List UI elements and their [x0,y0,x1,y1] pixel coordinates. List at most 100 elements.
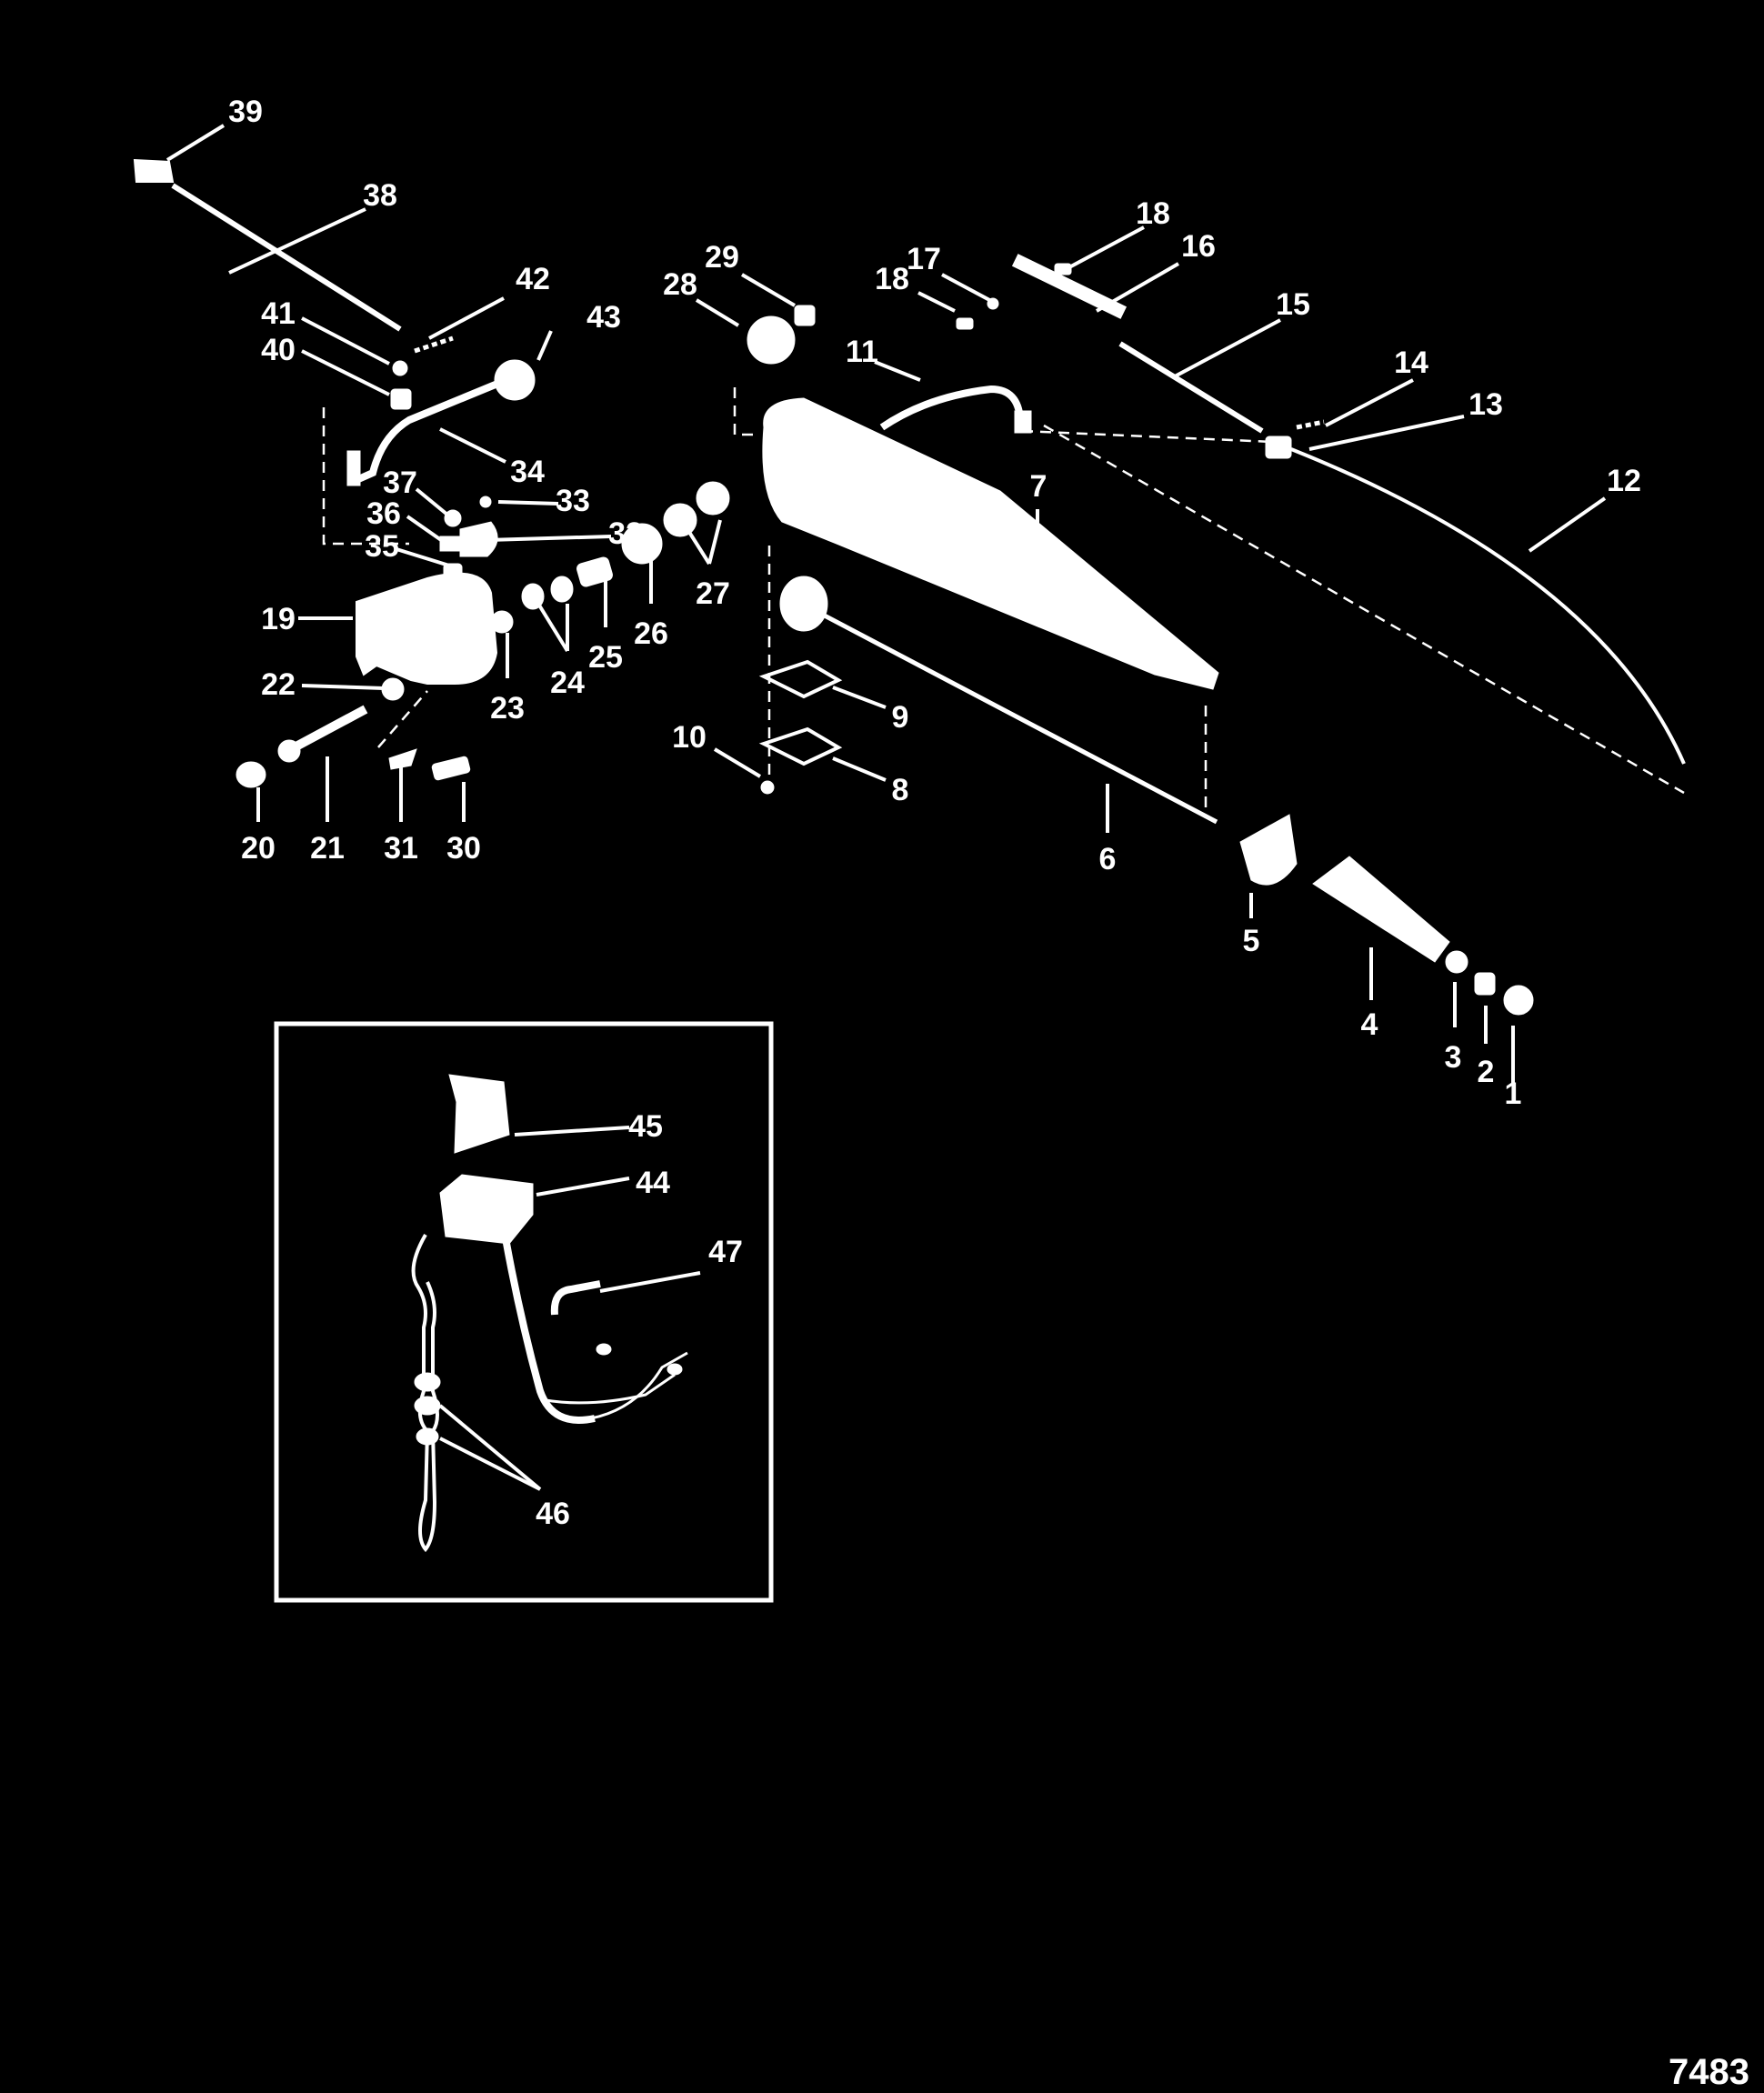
callout-11: 11 [846,335,878,369]
plate-5 [1239,814,1298,886]
callout-8: 8 [892,773,909,807]
callout-43: 43 [586,300,621,335]
lanyard-coil-b [414,1396,441,1416]
shaft-flange-6 [779,576,828,632]
inset-parts [411,1074,688,1553]
callout-15: 15 [1276,287,1310,322]
callout-29: 29 [705,240,739,275]
wing-nut-31 [388,748,417,770]
lever-end [346,450,361,486]
cap-20 [236,761,266,788]
throttle-grip-tip-39 [133,158,175,183]
callout-25: 25 [588,640,623,675]
washer-41 [392,360,408,376]
bolt-21-head [277,739,301,763]
stop-switch-44 [439,1174,534,1245]
washer-17 [987,297,999,310]
tiller-handle-7 [762,397,1219,690]
callout-42: 42 [516,262,550,296]
lever-34 [355,378,504,484]
callout-24: 24 [550,666,585,700]
cam-32 [459,521,498,557]
callout-18: 18 [875,262,909,296]
callout-39: 39 [228,95,263,129]
callout-17: 17 [907,242,941,276]
washer-3 [1445,950,1468,974]
lead-wire-a [545,1373,676,1405]
lanyard-46 [411,1233,439,1553]
callout-32: 32 [608,516,643,551]
pin-14 [1296,419,1325,430]
callout-23: 23 [490,691,525,726]
shaft-6 [800,601,1218,825]
washer-36 [439,536,461,552]
plate-9 [758,659,843,699]
callout-38: 38 [363,178,397,213]
washer-23 [490,610,514,634]
figure-number: 7483 [1669,2052,1749,2092]
callout-34: 34 [510,455,545,489]
callout-26: 26 [634,616,668,651]
callout-41: 41 [261,296,296,331]
ground-lead-47 [550,1280,601,1316]
lanyard-coil-a [414,1372,441,1392]
callout-37: 37 [383,466,417,500]
knob-43 [494,359,536,401]
washer-22 [381,677,405,701]
callout-6: 6 [1099,842,1117,876]
callout-36: 36 [366,496,401,531]
plate-8 [758,726,843,766]
callout-4: 4 [1361,1007,1378,1042]
screw-30 [431,756,471,781]
callout-20: 20 [241,831,276,866]
callout-31: 31 [384,831,418,866]
sleeve-16 [1011,254,1128,319]
washer-26 [621,523,663,565]
sleeve-25 [576,556,613,587]
choke-rod-38 [171,183,402,332]
cable-end-11 [1014,410,1032,434]
callout-13: 13 [1468,387,1503,422]
callout-19: 19 [261,602,296,636]
pin-42 [414,335,454,354]
callout-14: 14 [1394,345,1428,380]
screw-10 [760,780,775,795]
callout-27: 27 [696,576,730,611]
callout-22: 22 [261,667,296,702]
bushing-24b [550,576,574,603]
callout-46: 46 [536,1497,570,1531]
callout-33: 33 [556,484,590,518]
callout-12: 12 [1607,464,1641,498]
ring-terminal-b [596,1343,612,1356]
screw-33 [479,496,492,508]
cable-12 [1290,447,1686,765]
lead-wire-b [590,1351,688,1420]
callout-35: 35 [365,529,399,564]
callout-21: 21 [310,831,345,866]
washer-28 [747,315,796,365]
leader-lines [165,124,1607,1491]
throttle-housing-19 [356,572,498,685]
callout-9: 9 [892,700,909,735]
bolt-21 [288,705,368,754]
callout-7: 7 [1030,469,1047,504]
cable-11 [879,385,1024,431]
callout-1: 1 [1505,1077,1522,1111]
nut-29 [794,305,816,326]
parts [133,158,1686,1016]
cap-1 [1503,985,1534,1016]
connector-13 [1265,436,1292,459]
nut-40 [390,388,412,410]
screw-37 [444,509,462,527]
callout-2: 2 [1478,1055,1495,1089]
inset-frame [274,1021,774,1603]
assembly-dashed-lines [322,387,1685,818]
callout-44: 44 [636,1166,670,1200]
rod-15 [1118,341,1264,434]
screw-18a [956,317,974,330]
switch-harness [502,1237,596,1424]
nut-2 [1474,972,1496,996]
